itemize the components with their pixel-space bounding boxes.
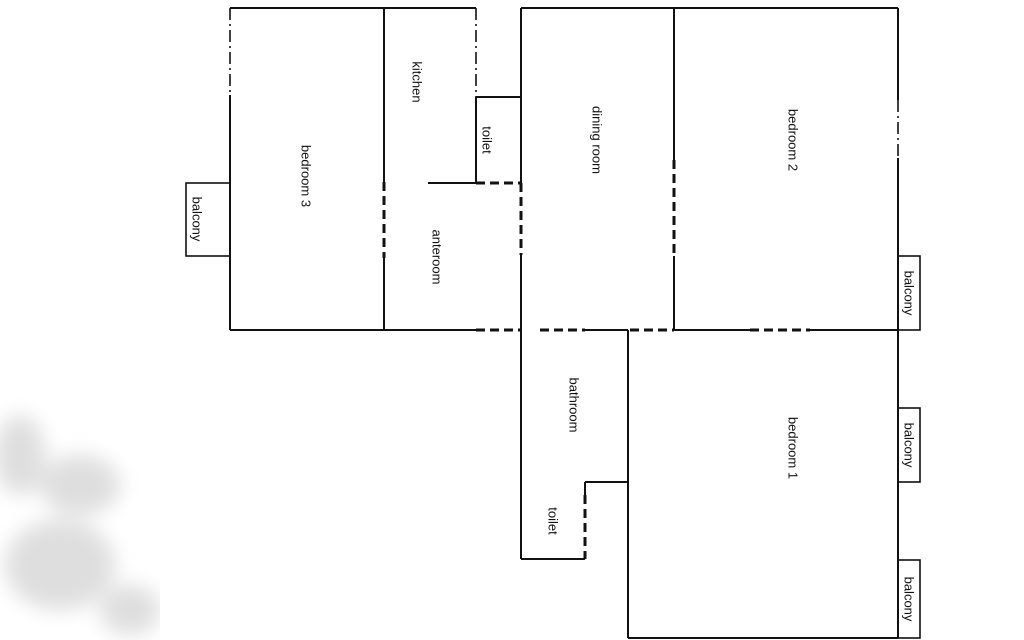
balcony-label-right-top: balcony [902, 271, 917, 316]
room-label-kitchen: kitchen [410, 61, 425, 102]
room-label-bathroom: bathroom [567, 378, 582, 433]
room-label-bedroom-3: bedroom 3 [299, 145, 314, 207]
room-label-dining-room: dining room [590, 106, 605, 174]
room-label-anteroom: anteroom [430, 230, 445, 285]
room-label-toilet-lower: toilet [546, 507, 561, 535]
walls [185, 7, 921, 639]
balcony-label-left: balcony [190, 197, 205, 242]
room-label-toilet-upper: toilet [480, 126, 495, 154]
room-labels: bedroom 3 kitchen toilet dining room bed… [190, 61, 917, 622]
room-label-bedroom-2: bedroom 2 [786, 109, 801, 171]
windows [229, 8, 899, 158]
balcony-label-right-bottom: balcony [902, 577, 917, 622]
balcony-label-right-mid: balcony [902, 423, 917, 468]
room-label-bedroom-1: bedroom 1 [786, 417, 801, 479]
doors [382, 160, 810, 559]
